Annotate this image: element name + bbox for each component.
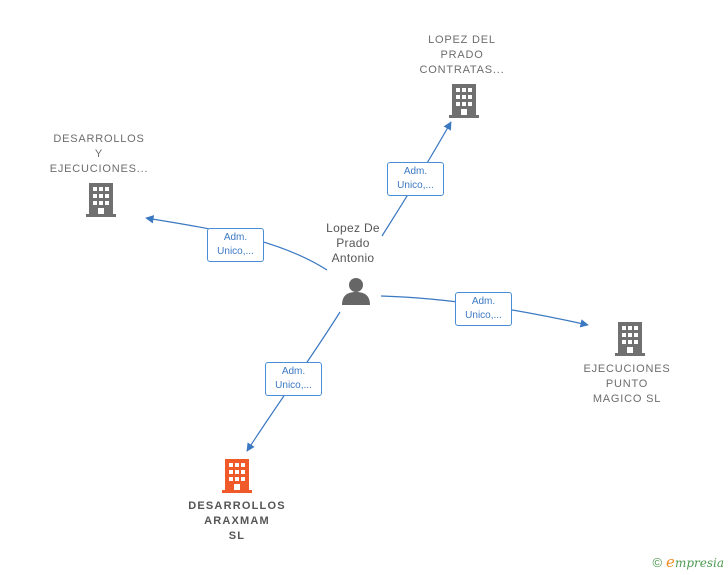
badge-line: Unico,... <box>465 310 502 321</box>
badge-line: Unico,... <box>397 180 434 191</box>
label-line: DESARROLLOS <box>53 133 145 145</box>
building-icon[interactable] <box>86 183 116 217</box>
edge-badge-left[interactable]: Adm. Unico,... <box>207 228 264 262</box>
label-line: Antonio <box>331 251 375 265</box>
company-label-right[interactable]: EJECUCIONES PUNTO MAGICO SL <box>567 362 687 407</box>
label-line: MAGICO SL <box>592 393 662 405</box>
company-label-left[interactable]: DESARROLLOS Y EJECUCIONES... <box>39 132 159 177</box>
badge-line: Adm. <box>403 166 428 177</box>
badge-line: Adm. <box>223 232 248 243</box>
building-icon[interactable] <box>449 84 479 118</box>
brand-initial: e <box>666 553 675 571</box>
label-line: Lopez De <box>326 221 380 235</box>
company-label-top[interactable]: LOPEZ DEL PRADO CONTRATAS... <box>402 33 522 78</box>
label-line: DESARROLLOS <box>188 500 286 512</box>
copyright-icon: © <box>652 554 663 570</box>
label-line: EJECUCIONES... <box>49 163 149 175</box>
edge-badge-right[interactable]: Adm. Unico,... <box>455 292 512 326</box>
badge-line: Unico,... <box>275 380 312 391</box>
label-line: Y <box>94 148 104 160</box>
label-line: PRADO <box>440 49 484 61</box>
label-line: CONTRATAS... <box>419 64 505 76</box>
building-icon-highlighted[interactable] <box>222 459 252 493</box>
label-line: SL <box>228 530 246 542</box>
brand-rest: mpresia <box>674 556 724 570</box>
edge-badge-bottom[interactable]: Adm. Unico,... <box>265 362 322 396</box>
label-line: ARAXMAM <box>204 515 270 527</box>
center-person-label[interactable]: Lopez De Prado Antonio <box>313 221 393 266</box>
brand-wordmark: empresia <box>666 553 724 571</box>
person-icon[interactable] <box>342 278 370 305</box>
label-line: PUNTO <box>605 378 649 390</box>
company-label-bottom[interactable]: DESARROLLOS ARAXMAM SL <box>172 499 302 544</box>
badge-line: Unico,... <box>217 246 254 257</box>
label-line: EJECUCIONES <box>583 363 671 375</box>
badge-line: Adm. <box>471 296 496 307</box>
brand-logo: © empresia <box>652 553 724 571</box>
badge-line: Adm. <box>281 366 306 377</box>
edge-badge-top[interactable]: Adm. Unico,... <box>387 162 444 196</box>
building-icon[interactable] <box>615 322 645 356</box>
label-line: Prado <box>336 236 370 250</box>
label-line: LOPEZ DEL <box>428 34 496 46</box>
